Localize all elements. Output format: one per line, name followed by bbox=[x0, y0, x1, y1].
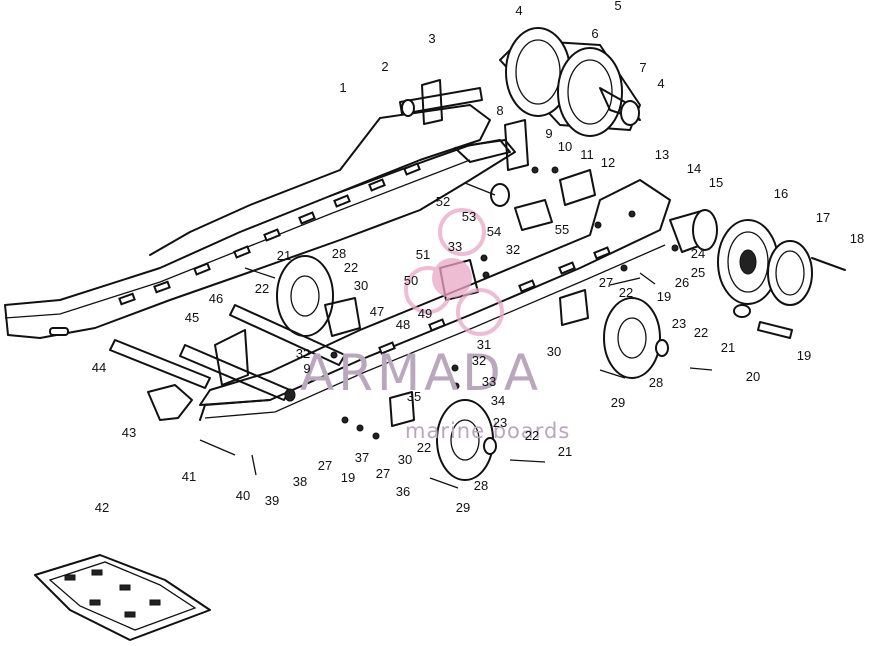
cross-shafts bbox=[109, 304, 346, 402]
front-cross-shaft bbox=[399, 79, 529, 171]
callout-c25: 25 bbox=[691, 265, 705, 280]
callout-c22d: 22 bbox=[694, 325, 708, 340]
callout-c47: 47 bbox=[370, 304, 384, 319]
callout-c12: 12 bbox=[601, 155, 615, 170]
callout-c22a: 22 bbox=[344, 260, 358, 275]
callout-c14: 14 bbox=[687, 161, 701, 176]
callout-c21a: 21 bbox=[277, 248, 291, 263]
callout-c10: 10 bbox=[558, 139, 572, 154]
callout-c30c: 30 bbox=[398, 452, 412, 467]
callout-c20: 20 bbox=[746, 369, 760, 384]
callout-c2: 2 bbox=[381, 59, 388, 74]
left-rail bbox=[4, 104, 516, 339]
callout-c48: 48 bbox=[396, 317, 410, 332]
callout-c35: 35 bbox=[407, 389, 421, 404]
callout-c19b: 19 bbox=[797, 348, 811, 363]
callout-c7: 7 bbox=[639, 60, 646, 75]
callout-c52: 52 bbox=[436, 194, 450, 209]
callout-c36: 36 bbox=[396, 484, 410, 499]
callout-c23b: 23 bbox=[493, 415, 507, 430]
callout-c27b: 27 bbox=[318, 458, 332, 473]
callout-c9a: 9 bbox=[545, 126, 552, 141]
callout-c28c: 28 bbox=[474, 478, 488, 493]
callout-c31: 31 bbox=[477, 337, 491, 352]
callout-c39: 39 bbox=[265, 493, 279, 508]
callout-c32b: 32 bbox=[296, 346, 310, 361]
callout-c22b: 22 bbox=[619, 285, 633, 300]
callout-c21c: 21 bbox=[558, 444, 572, 459]
callout-c42: 42 bbox=[95, 500, 109, 515]
callout-c45: 45 bbox=[185, 310, 199, 325]
callout-c27c: 27 bbox=[376, 466, 390, 481]
callout-c4b: 4 bbox=[657, 76, 664, 91]
callout-c11: 11 bbox=[580, 147, 594, 162]
callout-c22f: 22 bbox=[417, 440, 431, 455]
callout-c1: 1 bbox=[339, 80, 346, 95]
callout-c5: 5 bbox=[614, 0, 621, 13]
rear-idler-wheels bbox=[669, 209, 846, 339]
callout-c29a: 29 bbox=[611, 395, 625, 410]
callout-c49: 49 bbox=[418, 306, 432, 321]
callout-c6: 6 bbox=[591, 26, 598, 41]
callout-c44: 44 bbox=[92, 360, 106, 375]
callout-c13: 13 bbox=[655, 147, 669, 162]
callout-c40: 40 bbox=[236, 488, 250, 503]
callout-c46: 46 bbox=[209, 291, 223, 306]
callout-c54: 54 bbox=[487, 224, 501, 239]
callout-c9b: 9 bbox=[303, 361, 310, 376]
callout-c33b: 33 bbox=[482, 374, 496, 389]
callout-c30b: 30 bbox=[547, 344, 561, 359]
callout-c37: 37 bbox=[355, 450, 369, 465]
callout-c41: 41 bbox=[182, 469, 196, 484]
right-rail bbox=[199, 179, 671, 421]
callout-c32a: 32 bbox=[506, 242, 520, 257]
drive-wheel-assembly bbox=[499, 27, 641, 137]
front-slide-guard bbox=[147, 384, 193, 421]
skid-plate bbox=[34, 554, 211, 641]
callout-c50: 50 bbox=[404, 273, 418, 288]
callout-c55: 55 bbox=[555, 222, 569, 237]
callout-c4a: 4 bbox=[515, 3, 522, 18]
callout-c32c: 32 bbox=[472, 353, 486, 368]
callout-c26: 26 bbox=[675, 275, 689, 290]
callout-c19c: 19 bbox=[341, 470, 355, 485]
callout-c16: 16 bbox=[774, 186, 788, 201]
callout-c33a: 33 bbox=[448, 239, 462, 254]
callout-c27a: 27 bbox=[599, 275, 613, 290]
watermark-logo-icon bbox=[404, 208, 504, 336]
callout-c18: 18 bbox=[850, 231, 864, 246]
watermark-brand: ARMADA bbox=[300, 344, 542, 402]
callout-c53: 53 bbox=[462, 209, 476, 224]
callout-c30a: 30 bbox=[354, 278, 368, 293]
callout-c19a: 19 bbox=[657, 289, 671, 304]
callout-c34: 34 bbox=[491, 393, 505, 408]
watermark: ARMADA marine boards bbox=[300, 208, 570, 443]
callout-c24: 24 bbox=[691, 246, 705, 261]
callout-c28a: 28 bbox=[332, 246, 346, 261]
callout-c21b: 21 bbox=[721, 340, 735, 355]
callout-c38: 38 bbox=[293, 474, 307, 489]
callout-c29b: 29 bbox=[456, 500, 470, 515]
callout-c15: 15 bbox=[709, 175, 723, 190]
watermark-tagline: marine boards bbox=[405, 419, 570, 443]
callout-c22c: 22 bbox=[255, 281, 269, 296]
callout-c51: 51 bbox=[416, 247, 430, 262]
callout-c23a: 23 bbox=[672, 316, 686, 331]
callout-c8: 8 bbox=[496, 103, 503, 118]
bogie-wheels bbox=[276, 255, 669, 481]
callout-c3: 3 bbox=[428, 31, 435, 46]
callout-c43: 43 bbox=[122, 425, 136, 440]
callout-c28b: 28 bbox=[649, 375, 663, 390]
callout-c17: 17 bbox=[816, 210, 830, 225]
callout-c22e: 22 bbox=[525, 428, 539, 443]
